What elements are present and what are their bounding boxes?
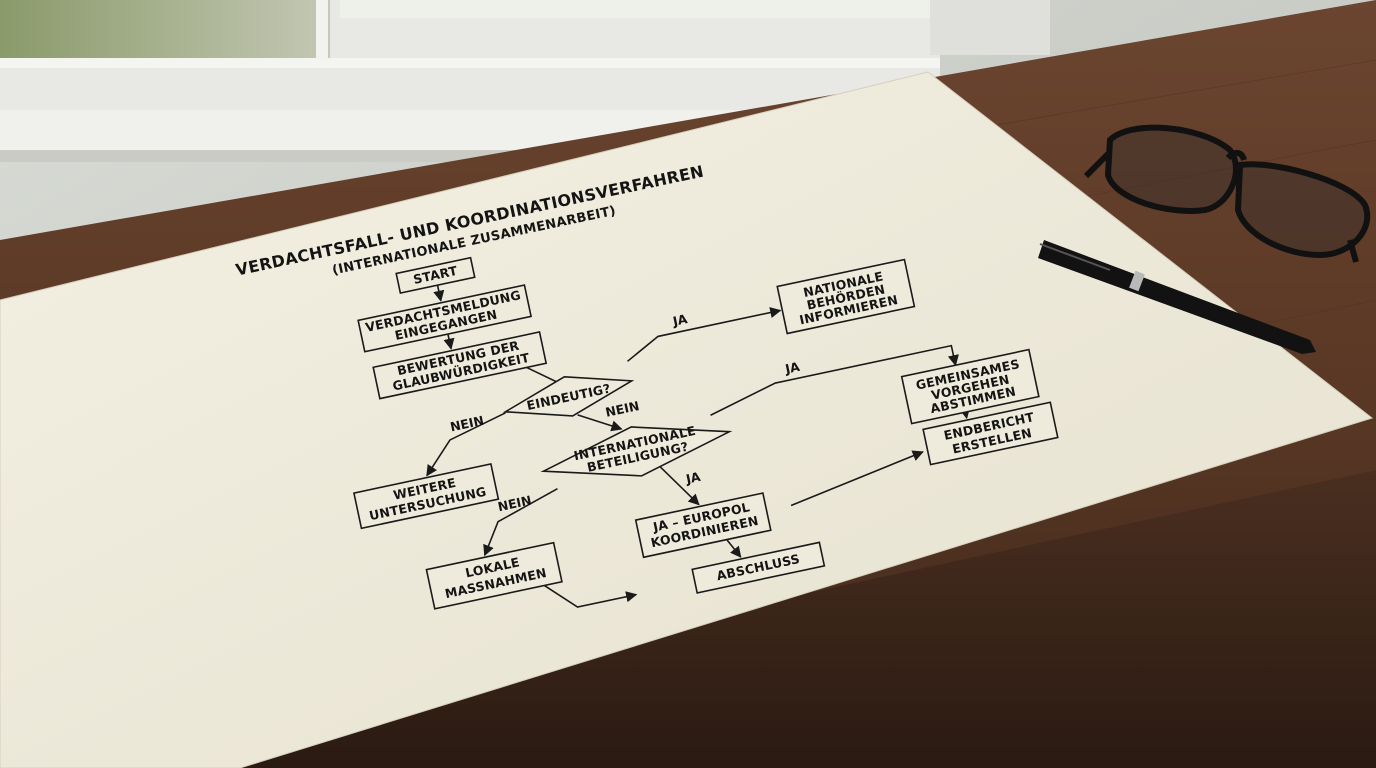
edge-report-assess [443, 333, 455, 350]
edge-europol-close [726, 539, 742, 558]
edge-clear-intl [577, 414, 623, 432]
edge-local-europol [541, 583, 638, 608]
edge-label-clear-no-left: NEIN [449, 413, 485, 435]
edge-label-intl-no: NEIN [496, 493, 532, 515]
edge-label-clear-yes: JA [671, 311, 689, 329]
edge-intl-local [483, 487, 558, 557]
edge-europol-final [790, 450, 924, 507]
edge-label-clear-no-down: NEIN [604, 398, 640, 420]
node-intl: INTERNATIONALE BETEILIGUNG? [540, 423, 733, 477]
node-final: ENDBERICHT ERSTELLEN [922, 401, 1059, 466]
node-start: START [395, 256, 476, 294]
edge-label-intl-yes-right: JA [783, 359, 801, 377]
edge-intl-europol [659, 466, 700, 506]
edge-start-report [433, 284, 445, 302]
edge-intl-joint [710, 344, 959, 416]
edge-label-intl-yes-down: JA [684, 469, 702, 487]
edge-clear-national [627, 307, 782, 362]
curtain [930, 0, 1050, 55]
edges [426, 284, 971, 608]
glasses-icon [1083, 124, 1371, 263]
pen-icon [1038, 240, 1316, 354]
edge-clear-further [426, 412, 506, 477]
window [0, 0, 980, 162]
paper-sheet [0, 71, 1374, 768]
